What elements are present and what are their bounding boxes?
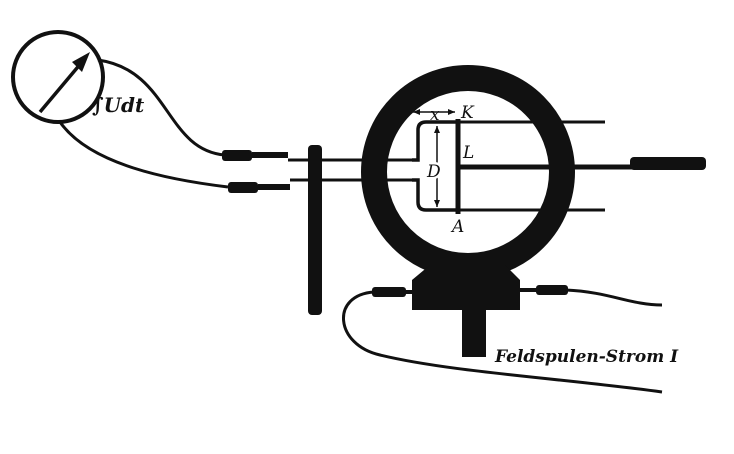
mount-stem xyxy=(462,305,486,357)
field-cable-left xyxy=(342,290,663,394)
needle-arrowhead-icon xyxy=(72,52,90,72)
meter-label: ∫Udt xyxy=(92,93,145,117)
field-cable-right xyxy=(565,288,663,307)
label-x: x xyxy=(430,105,440,125)
label-A: A xyxy=(450,217,464,237)
label-D: D xyxy=(426,162,441,182)
plug-lower xyxy=(228,182,258,193)
right-rod-plug xyxy=(630,157,706,170)
cathode-lead xyxy=(412,120,458,162)
meter-needle xyxy=(38,60,84,114)
holder-rod xyxy=(308,145,322,315)
label-L: L xyxy=(462,143,474,163)
meter-cable-upper xyxy=(97,58,226,157)
coil-mount xyxy=(412,265,520,310)
meter-cable-lower xyxy=(58,121,229,189)
integrating-meter xyxy=(11,30,105,124)
field-current-label: Feldspulen-Strom I xyxy=(494,347,679,367)
plug-upper xyxy=(222,150,252,161)
label-K: K xyxy=(460,103,475,123)
